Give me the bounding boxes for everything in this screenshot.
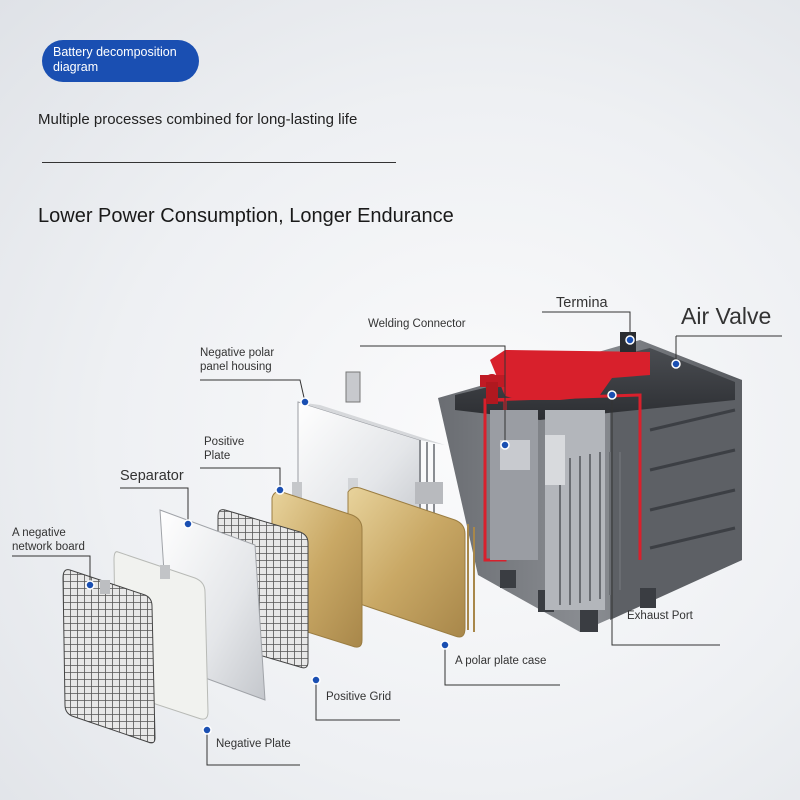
label-positive-plate-line1: Positive xyxy=(204,436,245,448)
label-terminal: Termina xyxy=(556,295,608,311)
divider xyxy=(42,162,396,163)
label-negative-network-board-line1: A negative xyxy=(12,527,66,539)
label-polar-plate-case: A polar plate case xyxy=(455,655,547,667)
subtitle: Multiple processes combined for long-las… xyxy=(38,111,358,128)
leader-lines xyxy=(12,311,782,766)
label-positive-plate-line2: Plate xyxy=(204,450,231,462)
label-negative-network-board-line2: network board xyxy=(12,541,85,553)
callout-dots xyxy=(85,335,681,735)
label-positive-plate: Positive Plate xyxy=(204,435,244,463)
diagram-badge: Battery decomposition diagram xyxy=(42,40,199,82)
label-negative-plate: Negative Plate xyxy=(216,738,291,750)
negative-network-board xyxy=(62,569,156,744)
label-negative-network-board: A negative network board xyxy=(12,526,85,554)
label-negative-polar-housing: Negative polar panel housing xyxy=(200,346,274,374)
label-negative-polar-housing-line1: Negative polar xyxy=(200,347,275,359)
label-separator: Separator xyxy=(120,468,184,484)
label-negative-polar-housing-line2: panel housing xyxy=(200,361,272,373)
label-exhaust-port: Exhaust Port xyxy=(627,610,693,622)
label-air-valve: Air Valve xyxy=(681,303,772,329)
label-welding-connector: Welding Connector xyxy=(368,318,466,330)
headline: Lower Power Consumption, Longer Enduranc… xyxy=(38,205,454,227)
internal-cells xyxy=(490,410,621,610)
label-positive-grid: Positive Grid xyxy=(326,691,392,703)
